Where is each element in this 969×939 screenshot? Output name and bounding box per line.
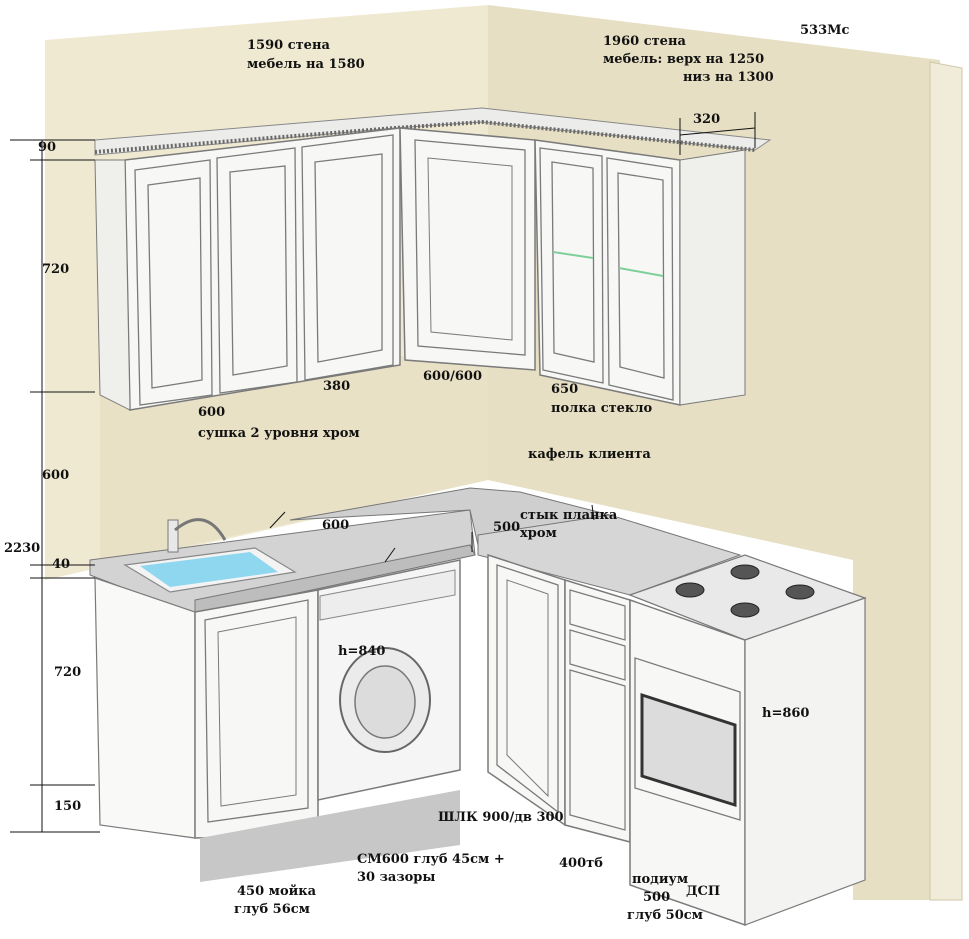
washer-drum — [354, 665, 416, 739]
podium-width: 500 — [643, 890, 671, 905]
sink-label-2: глуб 56см — [234, 902, 310, 917]
base-cabinet-sink — [94, 577, 196, 839]
right-wall-lower: низ на 1300 — [683, 70, 774, 85]
worktop-dim: 40 — [52, 557, 71, 572]
corner-cabinet-size: 600/600 — [423, 369, 483, 384]
upper-cabinets-left-side — [94, 159, 131, 411]
material-label: ДСП — [686, 884, 721, 899]
oven-door — [634, 657, 741, 821]
stove-side — [744, 597, 866, 926]
wall-gap-shade — [100, 345, 488, 565]
upper-depth-label: 320 — [693, 112, 721, 127]
worktop-600: 600 — [322, 518, 350, 533]
joint-note-2: хром — [520, 526, 557, 541]
plinth-dim: 150 — [54, 799, 82, 814]
drawing-code: 533Мс — [800, 23, 850, 38]
podium-label: подиум — [632, 872, 689, 887]
washer-height: h=840 — [338, 644, 386, 659]
stove-height: h=860 — [762, 706, 810, 721]
cornice-dots — [94, 119, 756, 154]
dimension-lines — [10, 112, 756, 833]
narrow-cabinet-width: 380 — [323, 379, 351, 394]
tall-cabinet-door — [496, 564, 559, 814]
washer-note-1: СМ600 глуб 45см + — [357, 852, 505, 867]
washer-control-panel — [319, 569, 456, 621]
base-sink-door-panel — [217, 616, 297, 807]
upper-cabinets-left — [124, 127, 401, 411]
glass-shelf-note: полка стекло — [551, 401, 653, 416]
dryer-note: сушка 2 уровня хром — [198, 426, 360, 441]
washer-plinth — [200, 790, 460, 882]
tall-cabinet-panel — [506, 579, 549, 798]
upper-corner-cabinet — [399, 127, 536, 371]
sink-label-1: 450 мойка — [237, 884, 317, 899]
drawer-label: 400тб — [559, 856, 603, 871]
total-height-dim: 2230 — [4, 541, 41, 556]
worktop-edge — [194, 544, 476, 616]
right-wall-upper: мебель: верх на 1250 — [603, 52, 765, 67]
right-wall-length: 1960 стена — [603, 34, 686, 49]
podium-depth: глуб 50см — [627, 908, 703, 923]
left-wall-length: 1590 стена — [247, 38, 330, 53]
upper-glass-cabinet-side — [679, 149, 746, 406]
sink-water — [140, 552, 278, 587]
glass-doors — [539, 147, 674, 401]
worktop-right — [477, 514, 742, 596]
drawers — [569, 589, 626, 831]
glass-cabinet-width: 650 — [551, 382, 579, 397]
joint-note-1: стык планка — [520, 508, 618, 523]
stove-burners — [675, 564, 815, 618]
faucet — [167, 518, 227, 553]
upper-height-dim: 720 — [42, 262, 70, 277]
left-wall-furniture: мебель на 1580 — [247, 57, 365, 72]
cornice-dim: 90 — [38, 140, 57, 155]
upper-left-doors — [134, 134, 394, 406]
base-sink-door — [204, 599, 309, 823]
upper-corner-door-panel — [427, 157, 513, 341]
tall-cabinet — [487, 553, 566, 827]
worktop-500: 500 — [493, 520, 521, 535]
gap-height-dim: 600 — [42, 468, 70, 483]
oven-window — [640, 692, 737, 808]
tall-cabinet-label: ШЛК 900/дв 300 — [438, 810, 564, 825]
right-wall-edge — [929, 61, 963, 901]
upper-corner-door — [414, 139, 526, 356]
dryer-width: 600 — [198, 405, 226, 420]
drawer-cabinet — [564, 578, 631, 843]
base-height-dim: 720 — [54, 665, 82, 680]
tile-note: кафель клиента — [528, 447, 651, 462]
washer-note-2: 30 зазоры — [357, 870, 436, 885]
